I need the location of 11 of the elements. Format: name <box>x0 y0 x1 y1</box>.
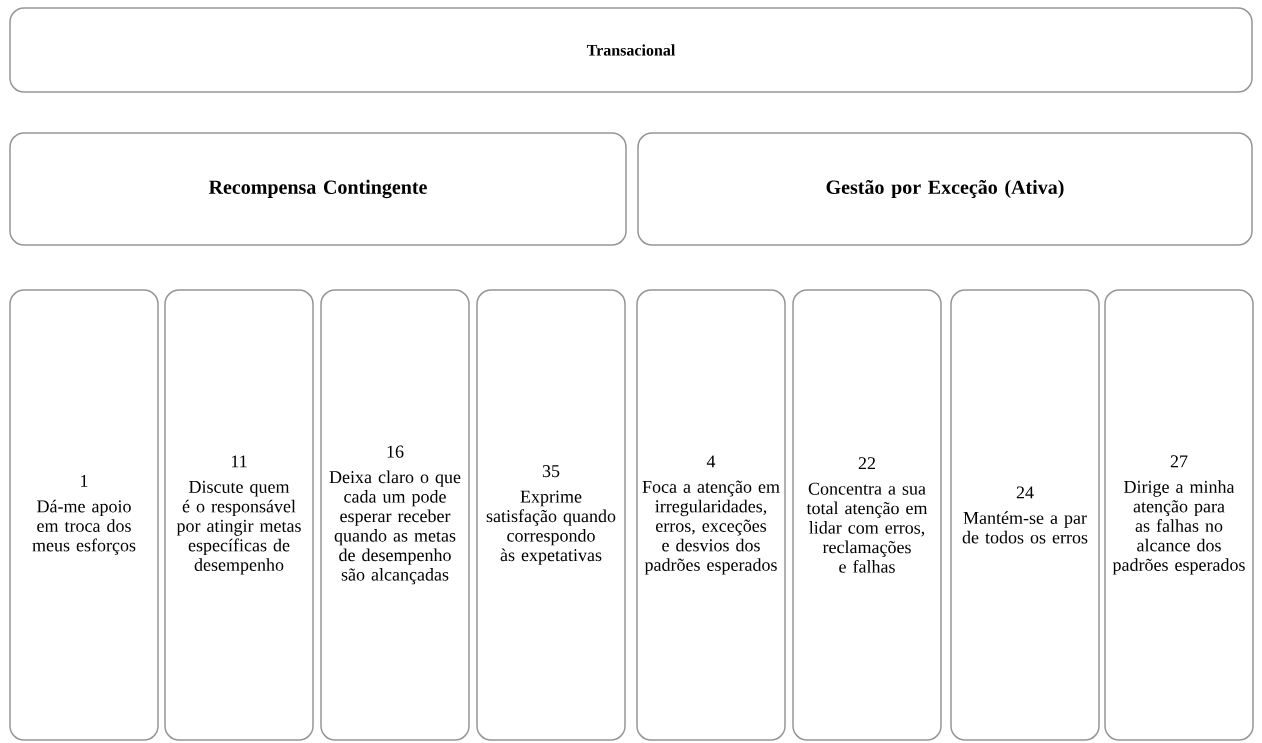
category-box: Transacional <box>9 7 1253 93</box>
item-box: 11 Discute quem é o responsável por atingir metas específicas de desempenho <box>164 289 314 741</box>
subcategory-box: Recompensa Contingente <box>9 132 627 246</box>
subcategory-box: Gestão por Exceção (Ativa) <box>637 132 1253 246</box>
item-box: 4 Foca a atenção em irregularidades, erros, exceções e desvios dos padrões esperados <box>636 289 786 741</box>
item-box: 27 Dirige a minha atenção para as falhas no alcance dos padrões esperados <box>1104 289 1254 741</box>
item-box: 24 Mantém-se a par de todos os erros <box>950 289 1100 741</box>
item-box: 16 Deixa claro o que cada um pode esperar receber quando as metas de desempenho são alcançadas <box>320 289 470 741</box>
item-box: 22 Concentra a sua total atenção em lidar com erros, reclamações e falhas <box>792 289 942 741</box>
item-box: 35 Exprime satisfação quando correspondo às expetativas <box>476 289 626 741</box>
item-box: 1 Dá-me apoio em troca dos meus esforços <box>9 289 159 741</box>
